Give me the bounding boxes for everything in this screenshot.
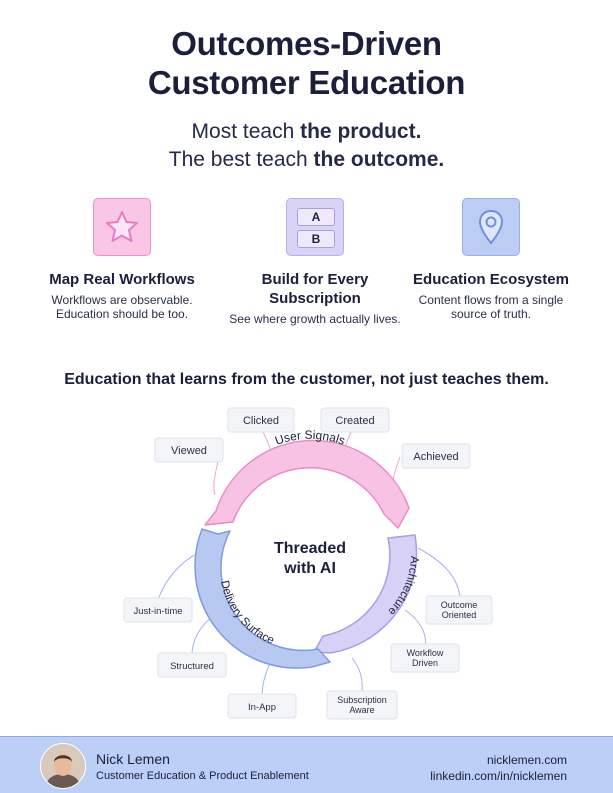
tag-structured: Structured <box>170 661 214 672</box>
tag-box <box>320 407 390 433</box>
linkedin-link[interactable]: linkedin.com/in/nicklemen <box>430 769 567 783</box>
title-line-2: Customer Education <box>147 64 466 101</box>
location-pin-icon <box>462 198 520 256</box>
footer: Nick Lemen Customer Education & Product … <box>0 736 613 793</box>
star-icon <box>93 198 151 256</box>
tag-clicked: Clicked <box>243 415 279 427</box>
feature-subscription: A B Build for Every Subscription See whe… <box>225 198 405 326</box>
subtitle-1b: the product. <box>300 120 422 143</box>
feature-title: Build for Every Subscription <box>261 271 369 307</box>
tag-in-app: In-App <box>248 702 276 713</box>
tag-box <box>123 597 193 623</box>
title-line-1: Outcomes-Driven <box>171 25 442 62</box>
subtitle-1a: Most teach <box>191 120 301 143</box>
subtitle-2a: The best teach <box>168 148 314 171</box>
feature-title: Education Ecosystem <box>413 271 569 288</box>
feature-title: Map Real Workflows <box>49 271 195 288</box>
tag-created: Created <box>335 415 374 427</box>
avatar <box>40 743 86 789</box>
author-role: Customer Education & Product Enablement <box>96 770 309 782</box>
feature-desc: See where growth actually lives. <box>229 312 401 326</box>
segment-label-top: User Signals <box>273 428 347 448</box>
website-link[interactable]: nicklemen.com <box>486 753 567 767</box>
segment-delivery-surface <box>194 528 331 669</box>
tagline: Education that learns from the customer,… <box>64 371 549 388</box>
tag-achieved: Achieved <box>413 451 458 463</box>
tag-box <box>390 643 460 673</box>
segment-user-signals <box>204 439 410 529</box>
feature-desc: Workflows are observable. Education shou… <box>51 293 193 321</box>
ab-label-a: A <box>297 208 335 226</box>
author-name: Nick Lemen <box>96 751 170 767</box>
tag-viewed: Viewed <box>171 445 207 457</box>
tag-box <box>425 595 493 625</box>
tag-box <box>326 690 398 720</box>
ai-cycle-diagram: User Signals Architecture Delivery Surfa… <box>123 407 493 720</box>
subtitle-2b: the outcome. <box>313 148 445 171</box>
feature-map-workflows: Map Real Workflows Workflows are observa… <box>32 198 212 321</box>
tag-box <box>227 693 297 719</box>
ab-icon: A B <box>286 198 344 256</box>
feature-ecosystem: Education Ecosystem Content flows from a… <box>401 198 581 321</box>
tag-box <box>157 652 227 678</box>
tag-just-in-time: Just-in-time <box>133 606 182 617</box>
page-title: Outcomes-Driven Customer Education <box>0 24 613 102</box>
connector-line <box>417 547 461 599</box>
tag-box <box>227 407 295 433</box>
connector-line <box>404 609 427 649</box>
feature-desc: Content flows from a single source of tr… <box>418 293 564 321</box>
subtitle: Most teach the product. The best teach t… <box>0 118 613 174</box>
ab-label-b: B <box>297 230 335 248</box>
tag-box <box>401 443 471 469</box>
connector-line <box>351 657 363 693</box>
center-label-1: Threaded <box>274 540 346 557</box>
tag-box <box>154 437 224 463</box>
center-label-2: with AI <box>283 560 336 577</box>
